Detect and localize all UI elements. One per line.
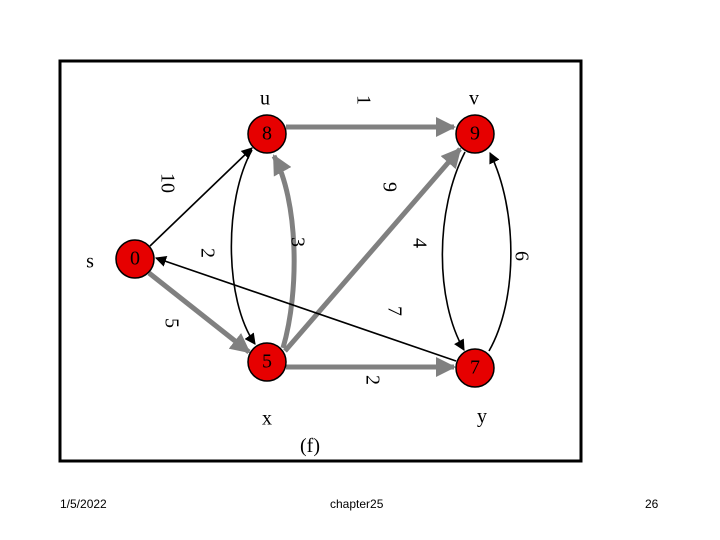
vertex-u [247,114,287,154]
footer-title: chapter25 [330,497,384,511]
edge-weight-u-v: 1 [352,95,374,105]
vertex-distance-x: 5 [262,351,272,373]
vertex-name-s: s [86,251,94,273]
vertex-name-u: u [260,88,270,110]
edge-s-x [147,271,251,354]
vertex-y [455,348,495,388]
edges-layer [147,117,512,377]
edge-x-v [283,147,462,353]
vertex-name-x: x [262,408,272,430]
edge-u-x [230,149,256,345]
vertex-v [455,114,495,154]
nodes-layer: 0 8 9 5 7 [115,114,495,388]
weights-layer: 10 5 1 2 3 9 2 4 6 7 [156,95,532,385]
edge-weight-s-u: 10 [156,173,178,193]
names-layer: s u v x y [86,88,487,430]
vertex-distance-s: 0 [130,248,140,270]
vertex-name-y: y [477,406,487,428]
figure-label: (f) [300,435,320,457]
vertex-distance-u: 8 [262,123,272,145]
vertex-distance-y: 7 [470,357,480,379]
footer-page-number: 26 [645,497,659,511]
vertex-x [247,342,287,382]
edge-y-s [154,255,457,362]
edge-weight-y-v: 6 [510,251,532,261]
vertex-distance-v: 9 [470,123,480,145]
edge-s-u [149,147,253,247]
edge-weight-v-y: 4 [408,238,430,248]
edge-weight-x-v: 9 [378,182,400,192]
edge-weight-u-x: 2 [196,248,218,258]
edge-weight-s-x: 5 [160,318,182,328]
figure-frame [58,59,583,463]
edge-v-y [441,151,466,351]
vertex-s [115,239,155,279]
vertex-name-v: v [469,88,479,110]
edge-y-v [488,151,512,352]
edge-x-u [271,154,297,349]
edge-weight-x-u: 3 [286,237,308,247]
edge-weight-x-y: 2 [361,375,383,385]
footer-date: 1/5/2022 [60,497,107,511]
edge-weight-y-s: 7 [383,306,405,316]
